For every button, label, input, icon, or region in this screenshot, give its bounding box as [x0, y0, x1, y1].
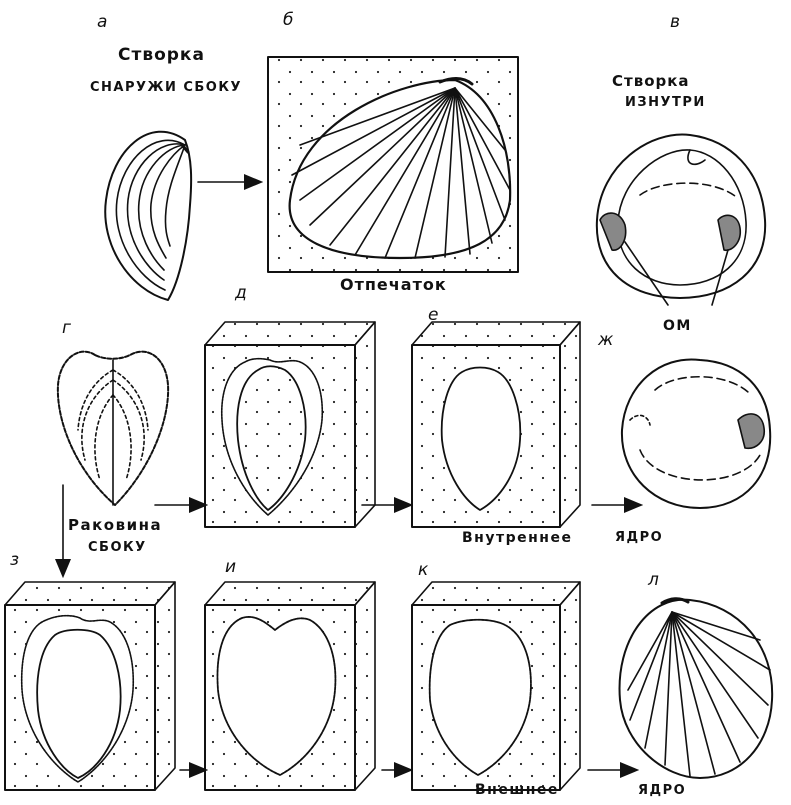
- panel-letter-zh: ж: [598, 330, 613, 350]
- caption-valve-inside-2: изнутри: [625, 95, 706, 110]
- panel-letter-a: а: [97, 12, 107, 32]
- block-k: [412, 582, 580, 790]
- external-core: [620, 599, 773, 778]
- caption-valve-inside-1: Створка: [612, 72, 690, 90]
- caption-imprint: Отпечаток: [340, 275, 447, 294]
- panel-letter-i: и: [225, 557, 236, 577]
- caption-valve-title: Створка: [118, 45, 205, 65]
- panel-letter-e: е: [428, 305, 438, 325]
- panel-letter-d: д: [235, 283, 247, 303]
- block-i: [205, 582, 375, 790]
- shell-side-view: [58, 352, 168, 505]
- block-z: [5, 582, 175, 790]
- imprint-block: [268, 57, 518, 272]
- caption-shell-2: сбоку: [88, 540, 147, 555]
- internal-core: [622, 359, 770, 508]
- caption-core-internal: ядро: [615, 530, 663, 545]
- caption-internal: Внутреннее: [462, 530, 572, 546]
- panel-letter-g: г: [62, 318, 71, 338]
- panel-letter-b: б: [283, 10, 293, 30]
- caption-om: ом: [663, 318, 692, 334]
- caption-core-external: ядро: [638, 783, 686, 798]
- caption-shell-1: Раковина: [68, 516, 162, 534]
- caption-valve-side: снаружи сбоку: [90, 80, 242, 95]
- panel-letter-k: к: [418, 560, 428, 580]
- panel-letter-z: з: [10, 550, 19, 570]
- valve-inside-view: [597, 135, 765, 305]
- valve-side-view: [105, 132, 191, 300]
- caption-external: Внешнее: [475, 782, 559, 798]
- block-e: [412, 322, 580, 527]
- block-d: [205, 322, 375, 527]
- panel-letter-v: в: [670, 12, 680, 32]
- panel-letter-l: л: [648, 570, 659, 590]
